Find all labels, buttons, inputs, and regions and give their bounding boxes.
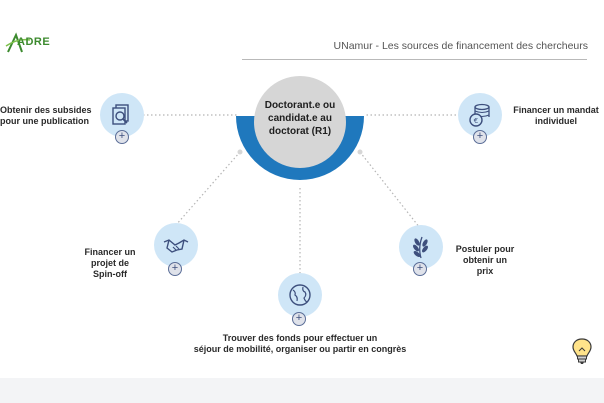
label-spinoff-line-1: Financer un (84, 247, 136, 257)
center-label-line-1: Doctorant.e ou (264, 100, 336, 111)
expand-publication-button[interactable]: + (115, 130, 129, 144)
coins-icon: € (469, 103, 490, 127)
label-prix-line-1: Postuler pour (455, 244, 515, 254)
footer-strip (0, 378, 604, 403)
expand-spinoff-button[interactable]: + (168, 262, 182, 276)
node-mandat[interactable]: € (458, 93, 502, 137)
label-mobilite-line-2: séjour de mobilité, organiser ou partir … (193, 344, 407, 354)
label-mobilite: Trouver des fonds pour effectuer un séjo… (170, 333, 430, 355)
label-prix: Postuler pour obtenir un prix (446, 244, 524, 277)
label-spinoff-line-3: Spin-off (93, 269, 127, 279)
lightbulb-icon[interactable] (571, 337, 593, 367)
label-mandat: Financer un mandat individuel (508, 105, 604, 127)
center-label-line-3: doctorat (R1) (268, 126, 332, 137)
node-spinoff[interactable] (154, 223, 198, 267)
center-label-line-2: candidat.e au (268, 113, 332, 124)
globe-icon (289, 284, 311, 306)
label-prix-line-2: obtenir un (463, 255, 507, 265)
label-spinoff-line-2: projet de (90, 258, 129, 268)
center-ring (236, 116, 364, 180)
header-divider (242, 59, 587, 60)
label-publication-line-2: pour une publication (0, 116, 89, 126)
page-title: UNamur - Les sources de financement des … (333, 40, 588, 52)
label-mandat-line-2: individuel (534, 116, 577, 126)
node-prix[interactable] (399, 225, 443, 269)
laurel-icon (413, 236, 428, 259)
handshake-icon (163, 239, 189, 253)
label-mandat-line-1: Financer un mandat (513, 105, 599, 115)
center-node-label: Doctorant.e ou candidat.e au doctorat (R… (252, 99, 348, 138)
label-mobilite-line-1: Trouver des fonds pour effectuer un (222, 333, 378, 343)
expand-prix-button[interactable]: + (413, 262, 427, 276)
expand-mandat-button[interactable]: + (473, 130, 487, 144)
svg-text:€: € (474, 117, 478, 125)
logo-text: ADRE (17, 36, 51, 48)
center-circle (254, 76, 346, 168)
label-prix-line-3: prix (476, 266, 494, 276)
label-publication-line-1: Obtenir des subsides (0, 105, 92, 115)
node-publication[interactable] (100, 93, 144, 137)
adre-logo (4, 32, 52, 54)
node-mobilite[interactable] (278, 273, 322, 317)
publication-icon (112, 104, 129, 125)
label-spinoff: Financer un projet de Spin-off (70, 247, 150, 280)
label-publication: Obtenir des subsides pour une publicatio… (0, 105, 92, 127)
expand-mobilite-button[interactable]: + (292, 312, 306, 326)
